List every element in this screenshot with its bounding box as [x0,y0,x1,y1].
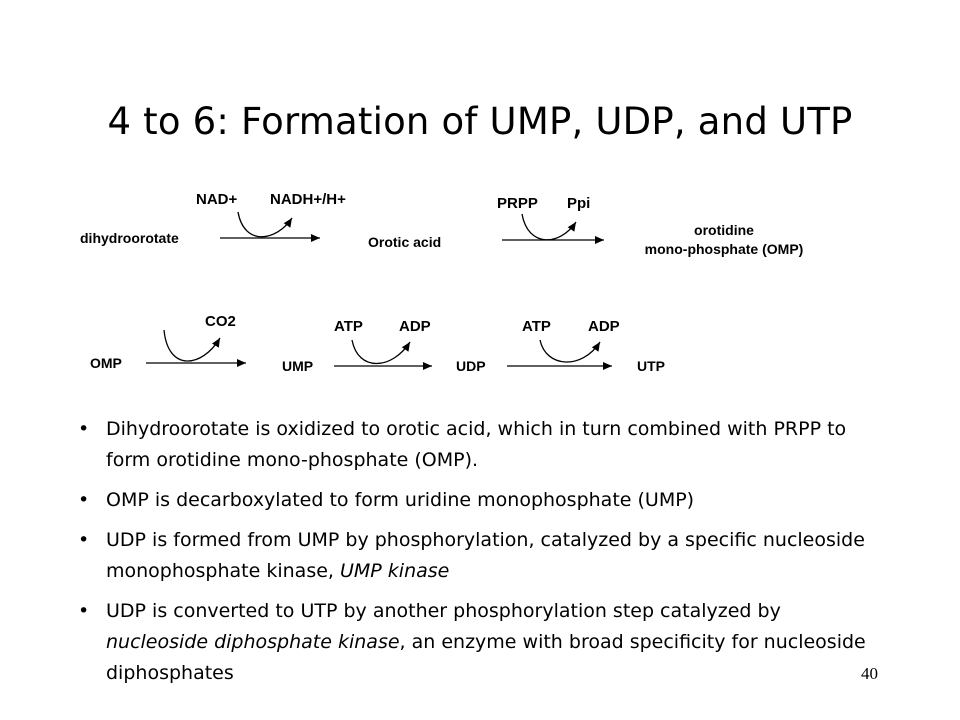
label-ump: UMP [282,358,314,374]
bullet-item: Dihydroorotate is oxidized to orotic aci… [76,414,866,476]
bullet-item: OMP is decarboxylated to form uridine mo… [76,485,866,516]
cofactor-curve-arrow-2 [521,213,577,241]
label-prpp: PRPP [497,195,538,212]
label-omp-line2: mono-phosphate (OMP) [644,241,804,257]
ump-kinase-term: UMP kinase [339,560,450,582]
bullet-item: UDP is formed from UMP by phosphorylatio… [76,525,866,587]
cofactor-curve-arrow-1 [237,211,293,238]
label-omp: OMP [90,355,122,371]
label-omp-full: orotidine mono-phosphate (OMP) [626,221,822,259]
label-utp: UTP [637,358,665,374]
label-orotic-acid: Orotic acid [368,234,442,250]
atp-curve-arrow-1 [351,339,411,365]
label-adp-1: ADP [399,318,431,335]
label-nadh: NADH+/H+ [270,191,346,208]
bullet-item: UDP is converted to UTP by another phosp… [76,596,866,689]
label-dihydroorotate: dihydroorotate [80,230,179,246]
label-atp-1: ATP [334,318,363,335]
label-udp: UDP [456,358,486,374]
label-omp-line1: orotidine [694,222,754,238]
label-atp-2: ATP [522,318,551,335]
bullet-list: Dihydroorotate is oxidized to orotic aci… [76,414,866,698]
label-nad: NAD+ [196,191,238,208]
label-ppi: Ppi [567,195,591,212]
label-adp-2: ADP [588,318,620,335]
co2-curve-arrow [163,329,221,362]
atp-curve-arrow-2 [539,339,601,363]
label-co2: CO2 [205,313,236,330]
slide-title: 4 to 6: Formation of UMP, UDP, and UTP [107,100,853,143]
page-number: 40 [861,664,878,683]
ndp-kinase-term: nucleoside diphosphate kinase [106,631,400,653]
